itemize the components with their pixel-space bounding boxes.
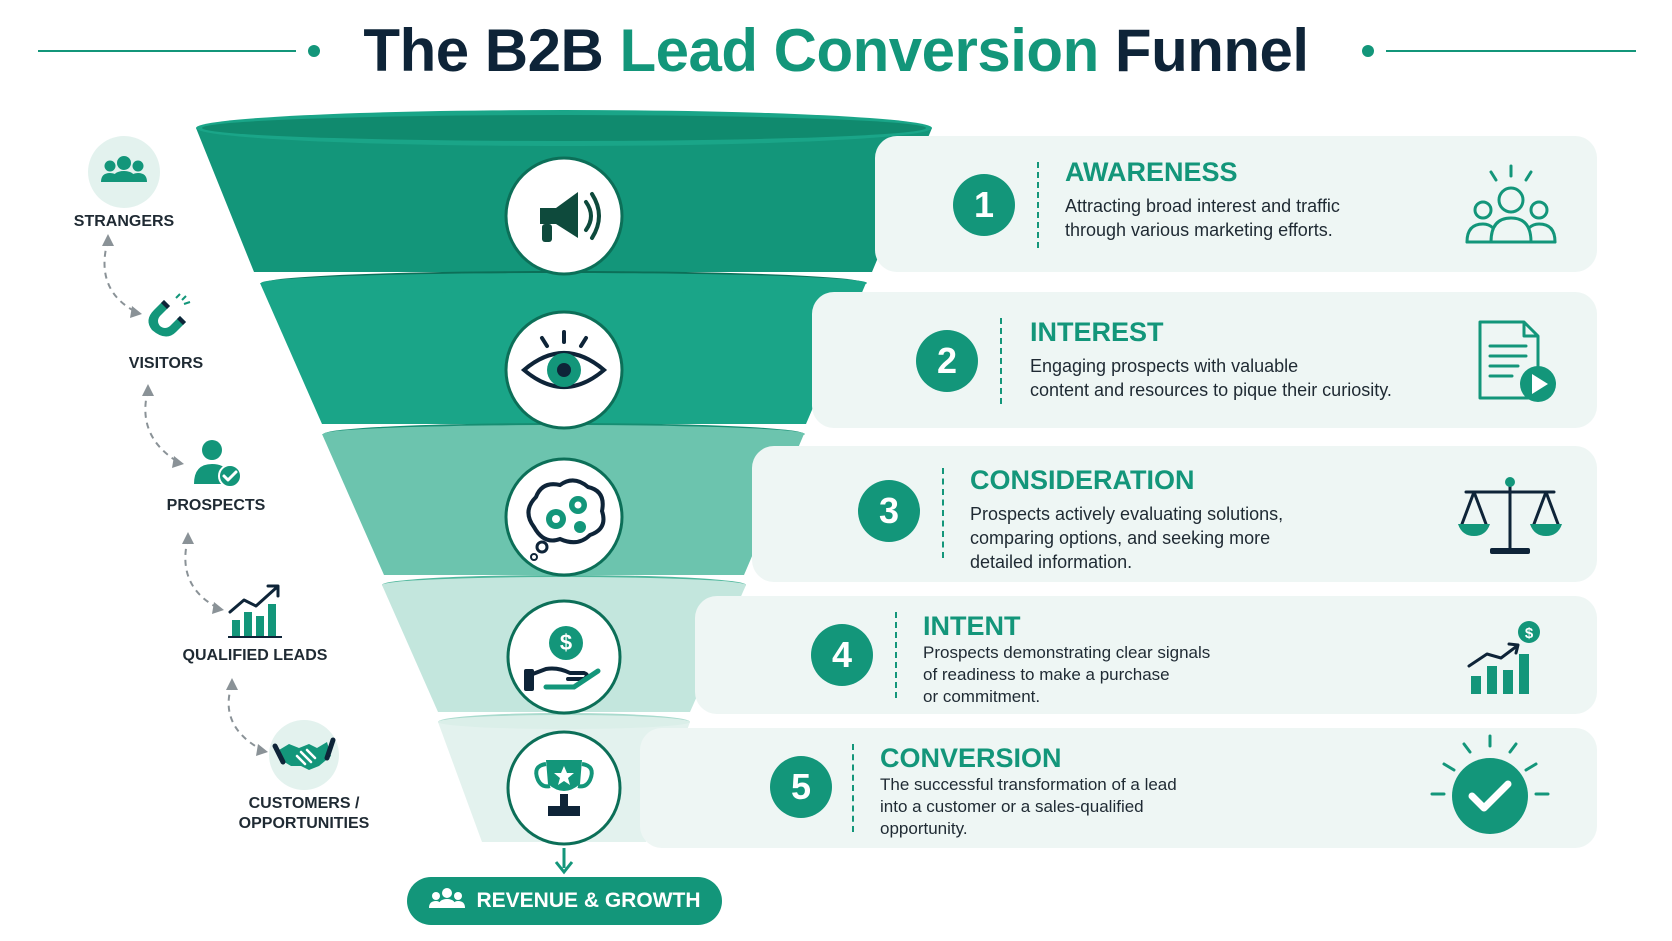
stage-title: CONSIDERATION	[970, 465, 1195, 495]
stage-title: CONVERSION	[880, 743, 1062, 773]
title-part-1: The B2B	[363, 17, 604, 84]
magnet-icon	[148, 293, 191, 337]
stage-divider	[1000, 318, 1002, 404]
people-group-icon	[429, 888, 466, 909]
journey-item-customers: CUSTOMERS / OPPORTUNITIES	[224, 720, 384, 834]
stage-divider	[1037, 162, 1039, 248]
stage-title: INTENT	[923, 611, 1021, 641]
stage-card-awareness: 1 AWARENESS Attracting broad interest an…	[875, 136, 1597, 272]
stage-card-consideration: 3 CONSIDERATION Prospects actively evalu…	[752, 446, 1597, 582]
eye-icon	[504, 310, 624, 430]
people-group-icon	[88, 136, 160, 208]
thinking-gears-icon	[504, 457, 624, 577]
stage-description: Prospects demonstrating clear signals of…	[923, 643, 1211, 706]
growth-chart-icon	[228, 584, 282, 638]
trophy-icon	[506, 730, 622, 846]
title-accent: Lead Conversion	[619, 17, 1099, 84]
stage-title: INTEREST	[1030, 317, 1164, 347]
title-row: The B2B Lead Conversion Funnel	[0, 0, 1672, 100]
journey-label: VISITORS	[128, 355, 204, 372]
journey-item-strangers: STRANGERS	[60, 136, 188, 232]
title-rule-right	[1386, 50, 1636, 52]
stage-card-intent: 4 INTENT Prospects demonstrating clear s…	[695, 596, 1597, 714]
dollar-growth-icon: $	[1467, 621, 1540, 694]
stage-card-interest: 2 INTEREST Engaging prospects with valua…	[812, 292, 1597, 428]
svg-text:$: $	[560, 630, 572, 655]
journey-item-visitors: VISITORS	[100, 290, 232, 374]
stage-description: Attracting broad interest and traffic th…	[1065, 196, 1340, 240]
journey-label: PROSPECTS	[166, 497, 266, 514]
document-play-icon	[1478, 320, 1556, 402]
audience-icon	[1465, 164, 1557, 244]
megaphone-icon	[504, 156, 624, 276]
title-rule-left	[38, 50, 296, 52]
svg-text:$: $	[1525, 625, 1534, 642]
title-dot-left	[308, 45, 320, 57]
journey-label: STRANGERS	[73, 213, 175, 230]
scales-icon	[1458, 477, 1562, 554]
stage-number: 3	[858, 480, 920, 542]
journey-item-prospects: PROSPECTS	[150, 436, 282, 516]
stage-number: 2	[916, 330, 978, 392]
stage-description: Engaging prospects with valuable content…	[1030, 356, 1392, 400]
revenue-growth-badge: REVENUE & GROWTH	[407, 877, 722, 925]
check-badge-icon	[1430, 734, 1550, 834]
stage-divider	[942, 468, 944, 558]
journey-item-qualified-leads: QUALIFIED LEADS	[170, 580, 340, 666]
stage-number: 5	[770, 756, 832, 818]
user-check-icon	[194, 440, 242, 488]
stage-description: Prospects actively evaluating solutions,…	[970, 504, 1284, 572]
stage-title: AWARENESS	[1065, 157, 1238, 187]
stage-divider	[852, 744, 854, 832]
stage-description: The successful transformation of a lead …	[880, 775, 1177, 838]
stage-card-conversion: 5 CONVERSION The successful transformati…	[640, 728, 1597, 848]
money-hand-icon: $	[506, 599, 622, 715]
down-arrow-icon	[554, 848, 574, 875]
journey-label: QUALIFIED LEADS	[182, 647, 328, 664]
title-part-2: Funnel	[1114, 17, 1309, 84]
handshake-icon	[269, 720, 339, 790]
journey-label: CUSTOMERS / OPPORTUNITIES	[238, 795, 370, 832]
stage-number: 4	[811, 624, 873, 686]
title-dot-right	[1362, 45, 1374, 57]
revenue-label: REVENUE & GROWTH	[476, 889, 701, 912]
stage-divider	[895, 612, 897, 698]
page-title: The B2B Lead Conversion Funnel	[0, 10, 1672, 92]
stage-number: 1	[953, 174, 1015, 236]
